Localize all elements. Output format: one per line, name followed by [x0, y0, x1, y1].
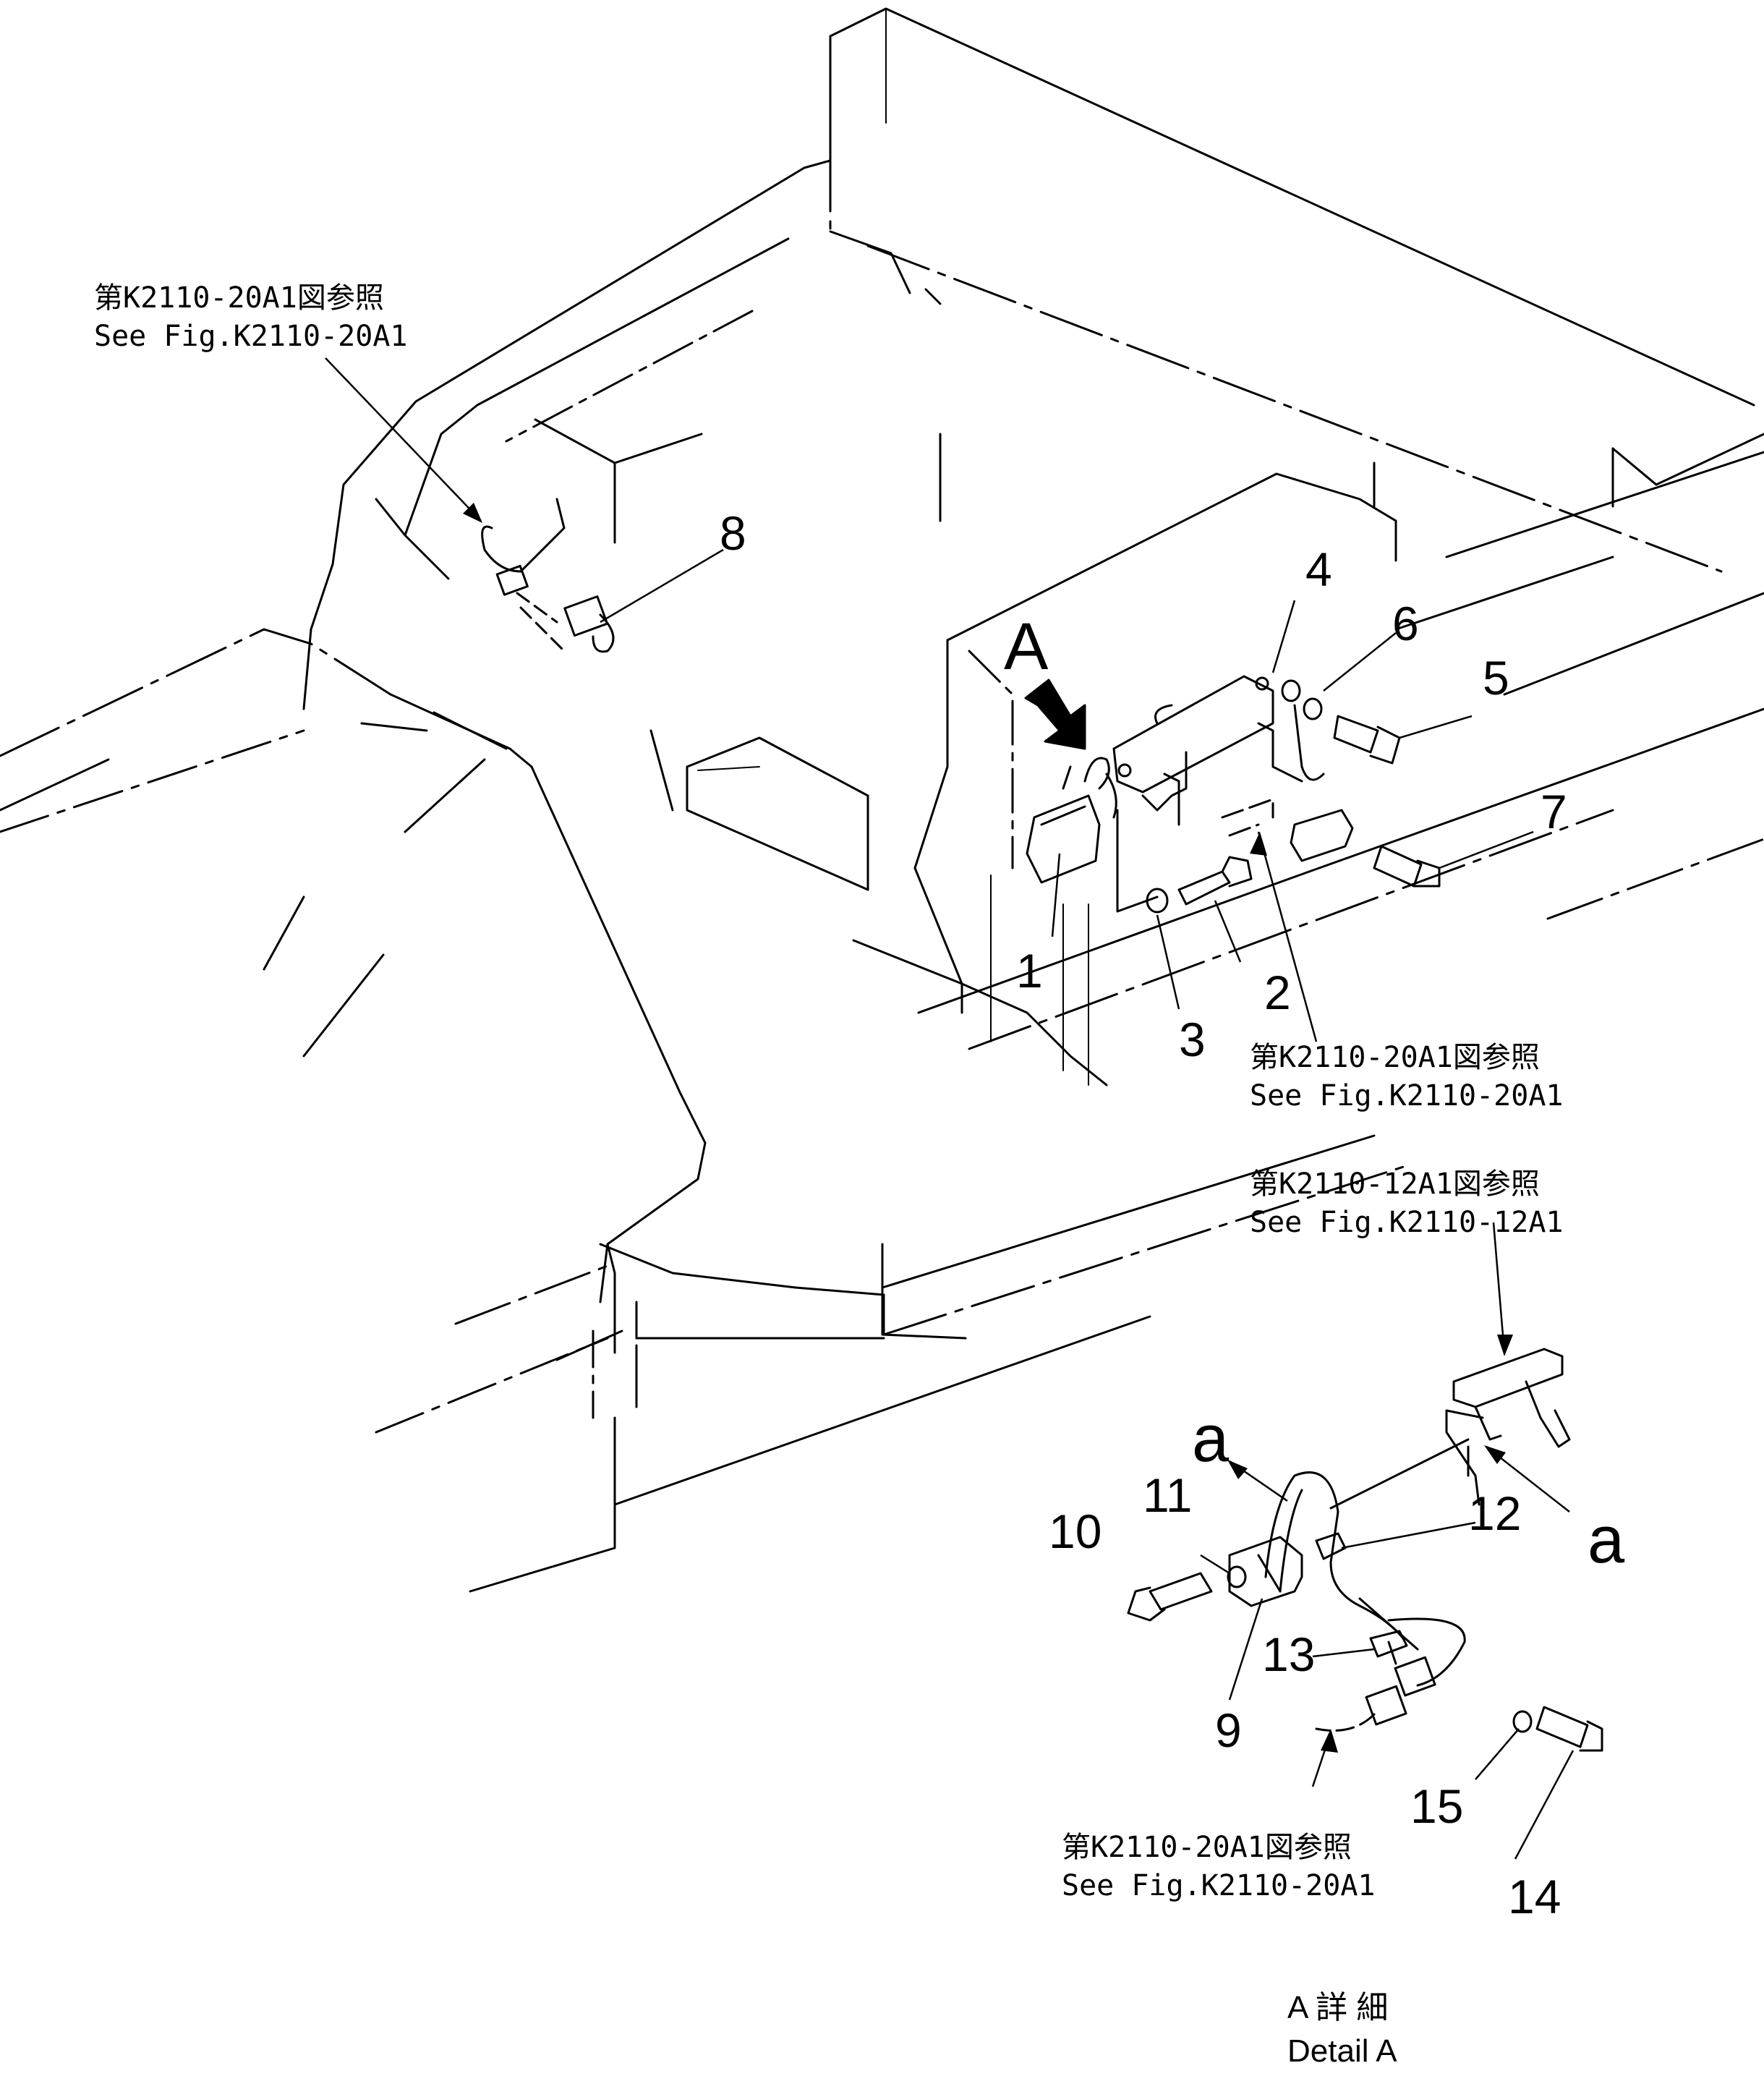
- connection-marker-a-left: a: [1192, 1402, 1230, 1476]
- switch-wire-loop: [1264, 1471, 1339, 1578]
- part-number-12: 12: [1468, 1486, 1521, 1540]
- part-7-connector: [1290, 809, 1354, 862]
- connector-detail-a: [1394, 1656, 1436, 1697]
- view-letter-label: A: [1004, 610, 1049, 684]
- part-14-bolt: [1535, 1706, 1589, 1748]
- part-10-bolt: [1149, 1572, 1213, 1611]
- part-number-2: 2: [1264, 966, 1291, 1019]
- part-4-bracket: [1112, 675, 1274, 794]
- part-number-5: 5: [1483, 651, 1509, 705]
- labels: A 第K2110-20A1図参照 See Fig.K2110-20A1 第K21…: [94, 281, 1625, 2069]
- note-4-en: See Fig.K2110-20A1: [1062, 1869, 1375, 1902]
- part-number-15: 15: [1410, 1779, 1463, 1833]
- part-number-4: 4: [1305, 543, 1332, 596]
- detail-caption-jp: A 詳 細: [1287, 1990, 1388, 2025]
- parts-detail-a: [1127, 1348, 1603, 1752]
- part-11-washer: [1227, 1565, 1247, 1588]
- part-8-connector: [563, 595, 609, 637]
- connection-marker-a-right: a: [1588, 1503, 1625, 1577]
- note-4-jp: 第K2110-20A1図参照: [1062, 1831, 1352, 1864]
- note-2-en: See Fig.K2110-20A1: [1250, 1079, 1563, 1113]
- part-number-6: 6: [1392, 597, 1419, 650]
- part-number-9: 9: [1215, 1703, 1242, 1757]
- view-arrow-a: [1024, 678, 1086, 750]
- part-6-washer-b: [1303, 697, 1323, 720]
- note-3-en: See Fig.K2110-12A1: [1250, 1206, 1563, 1239]
- bracket-detail: [1452, 1348, 1564, 1408]
- part-1-switch: [1026, 794, 1101, 884]
- part-13-clamp: [1369, 1630, 1408, 1658]
- part-number-10: 10: [1049, 1505, 1102, 1558]
- note-1-en: See Fig.K2110-20A1: [94, 320, 407, 353]
- note-2-jp: 第K2110-20A1図参照: [1250, 1041, 1540, 1074]
- arrowhead-note-3: [1497, 1335, 1513, 1356]
- part-12-connector: [1315, 1532, 1347, 1560]
- part-number-13: 13: [1262, 1628, 1315, 1681]
- part-9-switch: [1228, 1536, 1303, 1607]
- part-number-1: 1: [1016, 944, 1043, 997]
- arrowhead-note-2: [1250, 832, 1267, 856]
- connector-left: [495, 564, 529, 596]
- note-3-jp: 第K2110-12A1図参照: [1250, 1167, 1540, 1201]
- leader-lines: [325, 357, 1575, 1860]
- arrowhead-marker-a-left: [1227, 1460, 1248, 1479]
- arrowhead-note-4: [1321, 1729, 1338, 1753]
- part-6-washer-a: [1281, 679, 1301, 702]
- note-1-jp: 第K2110-20A1図参照: [94, 281, 384, 315]
- detail-caption-en: Detail A: [1287, 2033, 1397, 2069]
- part-5-bolt: [1333, 715, 1379, 754]
- machine-body-linework: [0, 7, 1764, 1593]
- part-15-washer: [1512, 1710, 1533, 1733]
- part-number-8: 8: [720, 506, 746, 560]
- part-number-14: 14: [1508, 1870, 1561, 1923]
- part-number-3: 3: [1179, 1013, 1206, 1066]
- harness-wire-left: [481, 525, 522, 573]
- part-7-bolt: [1373, 845, 1423, 888]
- part-number-7: 7: [1541, 785, 1567, 838]
- parts-upper-assembly: [481, 498, 1441, 914]
- part-3-washer: [1146, 888, 1169, 914]
- connector-detail-b: [1365, 1685, 1407, 1726]
- arrowhead-note-1: [463, 503, 482, 523]
- part-number-11: 11: [1143, 1468, 1193, 1522]
- part-2-bolt: [1177, 870, 1231, 906]
- arrowhead-marker-a-right: [1484, 1445, 1506, 1464]
- arrowheads: [463, 503, 1513, 1753]
